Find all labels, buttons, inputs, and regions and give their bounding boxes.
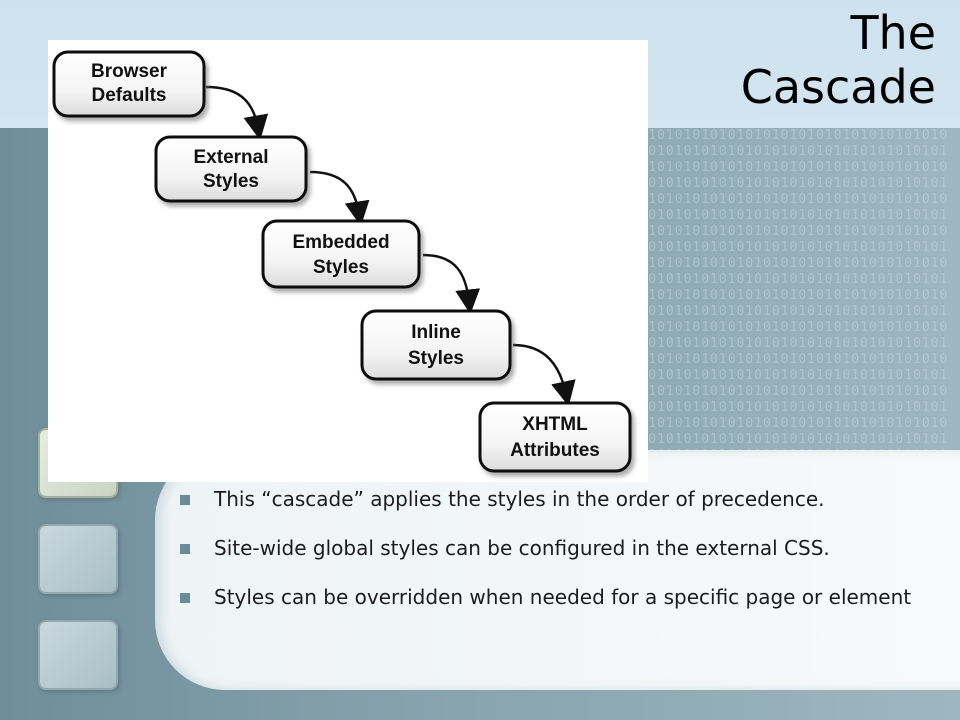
side-square-3 bbox=[38, 620, 118, 690]
box-2-line-2: Styles bbox=[203, 171, 259, 192]
box-4-line-2: Styles bbox=[408, 348, 464, 369]
bullet-item-2: Site-wide global styles can be configure… bbox=[178, 537, 938, 560]
box-inline-styles bbox=[360, 309, 512, 381]
box-3-line-2: Styles bbox=[313, 257, 369, 278]
title-line-2: Cascade bbox=[740, 60, 936, 114]
cascade-diagram-svg: Browser Defaults External Styles Embedde… bbox=[52, 50, 632, 473]
box-5-line-1: XHTML bbox=[522, 414, 588, 435]
side-square-2 bbox=[38, 524, 118, 594]
title-line-1: The bbox=[850, 6, 936, 60]
bullet-item-3: Styles can be overridden when needed for… bbox=[178, 586, 938, 609]
bullet-text-3: Styles can be overridden when needed for… bbox=[214, 585, 912, 609]
arrow-4 bbox=[512, 343, 576, 407]
bullet-text-1: This “cascade” applies the styles in the… bbox=[214, 487, 825, 511]
box-1-line-1: Browser bbox=[91, 61, 168, 82]
box-xhtml-attributes bbox=[478, 401, 632, 473]
slide-title: The Cascade bbox=[636, 6, 936, 114]
cascade-diagram: Browser Defaults External Styles Embedde… bbox=[48, 40, 648, 482]
box-embedded-styles bbox=[261, 219, 421, 289]
bullet-text-2: Site-wide global styles can be configure… bbox=[214, 536, 830, 560]
box-4-line-1: Inline bbox=[411, 322, 461, 343]
bullet-list: This “cascade” applies the styles in the… bbox=[178, 488, 938, 635]
square-bullet-icon bbox=[180, 544, 190, 554]
box-browser-defaults bbox=[52, 50, 206, 118]
arrow-2 bbox=[309, 170, 370, 227]
box-5-line-2: Attributes bbox=[510, 440, 600, 461]
square-bullet-icon bbox=[180, 495, 190, 505]
box-2-line-1: External bbox=[194, 147, 269, 168]
square-bullet-icon bbox=[180, 593, 190, 603]
bullet-item-1: This “cascade” applies the styles in the… bbox=[178, 488, 938, 511]
box-external-styles bbox=[154, 135, 308, 203]
arrow-3 bbox=[422, 253, 481, 315]
box-1-line-2: Defaults bbox=[92, 85, 167, 106]
content-area bbox=[155, 450, 960, 690]
binary-pattern: 1010101010101010101010101010101010101010… bbox=[560, 128, 949, 458]
arrow-1 bbox=[205, 85, 269, 141]
box-3-line-1: Embedded bbox=[292, 232, 389, 253]
